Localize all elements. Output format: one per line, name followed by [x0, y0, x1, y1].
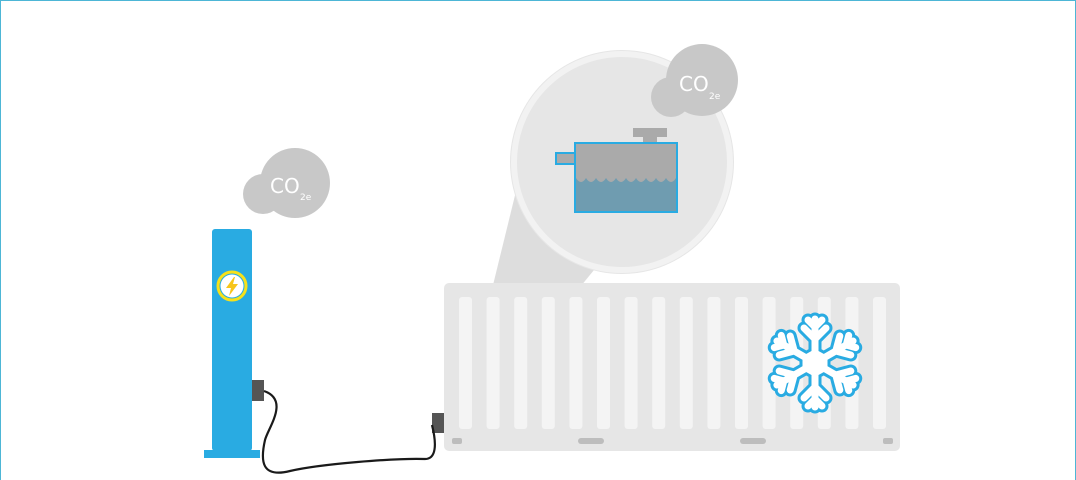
zoom-co2-label: CO: [679, 72, 709, 96]
charging-station: [204, 229, 264, 458]
container-rib: [597, 297, 610, 429]
container-latch: [740, 438, 766, 444]
container-rib: [459, 297, 472, 429]
container-rib: [707, 297, 720, 429]
container-latch: [578, 438, 604, 444]
charging-cable: [263, 391, 435, 473]
container-rib: [763, 297, 776, 429]
zoom-co2-subscript: 2e: [709, 92, 721, 102]
container-rib: [680, 297, 693, 429]
container-rib: [487, 297, 500, 429]
zoom-co2-cloud: CO 2e: [651, 44, 738, 117]
zoom-magnifier: CO 2e: [510, 44, 738, 274]
container-rib: [652, 297, 665, 429]
lightning-bolt-icon: [218, 272, 246, 300]
container-rib: [735, 297, 748, 429]
container-rib: [542, 297, 555, 429]
charger-co2-subscript: 2e: [300, 193, 312, 203]
charger-co2-cloud: CO 2e: [243, 148, 330, 218]
container-latch: [883, 438, 893, 444]
container-rib: [625, 297, 638, 429]
charger-co2-label: CO: [270, 174, 300, 198]
charger-plug: [252, 380, 264, 401]
container-latch: [452, 438, 462, 444]
container-rib: [514, 297, 527, 429]
container-rib: [845, 297, 858, 429]
container-rib: [569, 297, 582, 429]
container-rib: [873, 297, 886, 429]
